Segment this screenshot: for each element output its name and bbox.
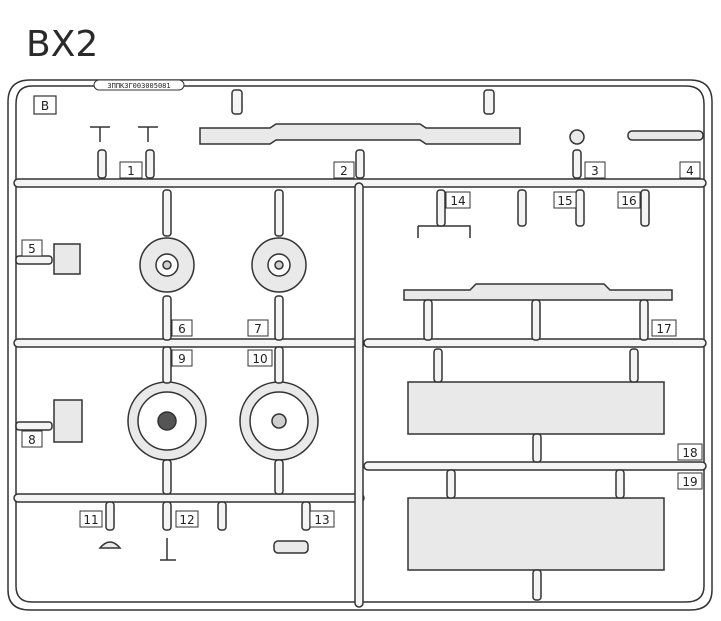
svg-text:8: 8 — [28, 433, 36, 447]
part-label-3: 3 — [584, 161, 606, 179]
part-18-panel — [407, 381, 665, 435]
part-label-18: 18 — [677, 443, 703, 461]
part-label-9: 9 — [171, 349, 193, 367]
part-10-wheel — [239, 381, 319, 461]
part-4 — [627, 130, 704, 141]
svg-text:5: 5 — [28, 242, 36, 256]
svg-text:2: 2 — [340, 164, 348, 178]
part-label-15: 15 — [553, 191, 577, 209]
part-label-19: 19 — [677, 472, 703, 490]
part-9-wheel — [127, 381, 207, 461]
runner-h4 — [13, 493, 365, 503]
part-14 — [417, 225, 471, 238]
part-13 — [273, 540, 309, 554]
part-label-4: 4 — [679, 161, 701, 179]
svg-text:10: 10 — [252, 352, 267, 366]
svg-text:19: 19 — [682, 475, 697, 489]
svg-text:12: 12 — [179, 513, 194, 527]
runner-v1 — [354, 182, 364, 608]
part-label-5: 5 — [21, 239, 43, 257]
runner-h2 — [13, 338, 365, 348]
page-title: BX2 — [26, 24, 99, 65]
svg-text:17: 17 — [656, 322, 671, 336]
runner-h5 — [363, 461, 707, 471]
part-label-13: 13 — [309, 510, 335, 528]
outer-frame — [7, 79, 713, 611]
part-8 — [53, 399, 83, 443]
svg-text:1: 1 — [127, 164, 135, 178]
frame-letter: B — [41, 99, 49, 113]
part-label-11: 11 — [79, 510, 103, 528]
part-7-gear — [251, 237, 307, 293]
frame-letter-box — [33, 95, 57, 115]
svg-text:11: 11 — [83, 513, 98, 527]
part-12 — [160, 538, 176, 561]
part-label-6: 6 — [171, 319, 193, 337]
part-label-7: 7 — [247, 319, 269, 337]
svg-text:16: 16 — [621, 194, 636, 208]
part-label-8: 8 — [21, 430, 43, 448]
part-17 — [403, 283, 673, 301]
part-1b — [138, 126, 158, 142]
svg-text:9: 9 — [178, 352, 186, 366]
part-3 — [569, 129, 585, 145]
svg-text:6: 6 — [178, 322, 186, 336]
part-label-17: 17 — [651, 319, 677, 337]
part-label-1: 1 — [119, 161, 143, 179]
part-19-panel — [407, 497, 665, 571]
part-label-2: 2 — [333, 161, 355, 179]
svg-text:4: 4 — [686, 164, 694, 178]
part-6-gear — [139, 237, 195, 293]
part-label-16: 16 — [617, 191, 641, 209]
svg-text:15: 15 — [557, 194, 572, 208]
svg-text:7: 7 — [254, 322, 262, 336]
svg-text:14: 14 — [450, 194, 465, 208]
svg-text:18: 18 — [682, 446, 697, 460]
svg-text:3: 3 — [591, 164, 599, 178]
part-1a — [90, 126, 110, 142]
frame-code: ЗППКЗГ003005081 — [107, 82, 170, 90]
frame-code-box — [93, 79, 185, 91]
part-11 — [98, 541, 122, 549]
part-label-14: 14 — [445, 191, 471, 209]
part-5 — [53, 243, 81, 275]
svg-text:13: 13 — [314, 513, 329, 527]
part-label-12: 12 — [175, 510, 199, 528]
part-label-10: 10 — [247, 349, 273, 367]
part-long-bar-top — [199, 123, 521, 145]
